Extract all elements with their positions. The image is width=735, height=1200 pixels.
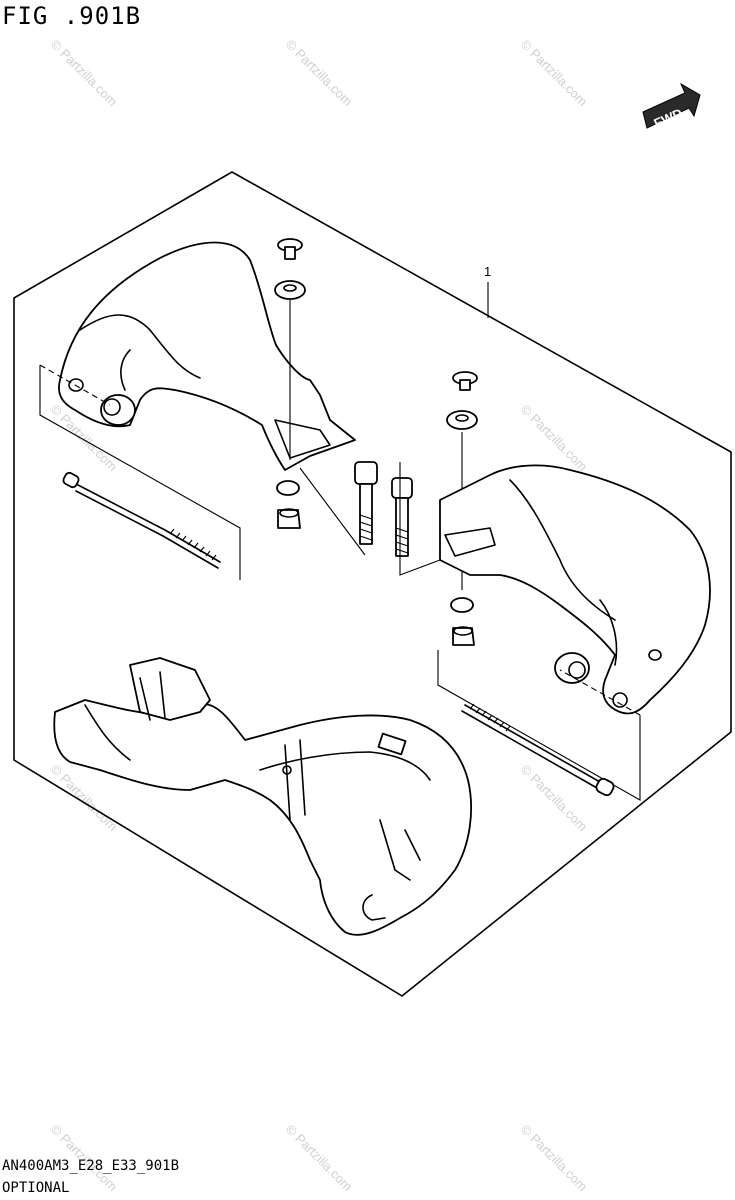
left-screw-stack bbox=[274, 238, 306, 529]
watermark-text: © Partzilla.com bbox=[518, 37, 591, 110]
callout-1: 1 bbox=[484, 264, 491, 318]
right-long-bolt bbox=[437, 650, 641, 801]
watermark-text: © Partzilla.com bbox=[48, 37, 121, 110]
watermark-text: © Partzilla.com bbox=[283, 37, 356, 110]
left-motor-cover bbox=[58, 241, 356, 471]
lower-bracket bbox=[53, 657, 473, 936]
left-bushings bbox=[299, 461, 441, 576]
fwd-direction-badge: FWD bbox=[642, 82, 701, 131]
left-long-bolt bbox=[39, 364, 241, 580]
watermark-text: © Partzilla.com bbox=[518, 402, 591, 475]
callout-number: 1 bbox=[484, 264, 491, 279]
footer-drawing-code: AN400AM3_E28_E33_901B bbox=[2, 1158, 180, 1174]
figure-title: FIG .901B bbox=[2, 2, 142, 30]
watermark-text: © Partzilla.com bbox=[518, 1122, 591, 1195]
watermark-text: © Partzilla.com bbox=[518, 762, 591, 835]
watermark-text: © Partzilla.com bbox=[283, 1122, 356, 1195]
watermark-layer: © Partzilla.com © Partzilla.com © Partzi… bbox=[48, 37, 591, 1195]
footer-subtitle: OPTIONAL bbox=[2, 1180, 70, 1196]
right-motor-cover bbox=[439, 464, 711, 715]
kit-outline bbox=[13, 171, 732, 997]
